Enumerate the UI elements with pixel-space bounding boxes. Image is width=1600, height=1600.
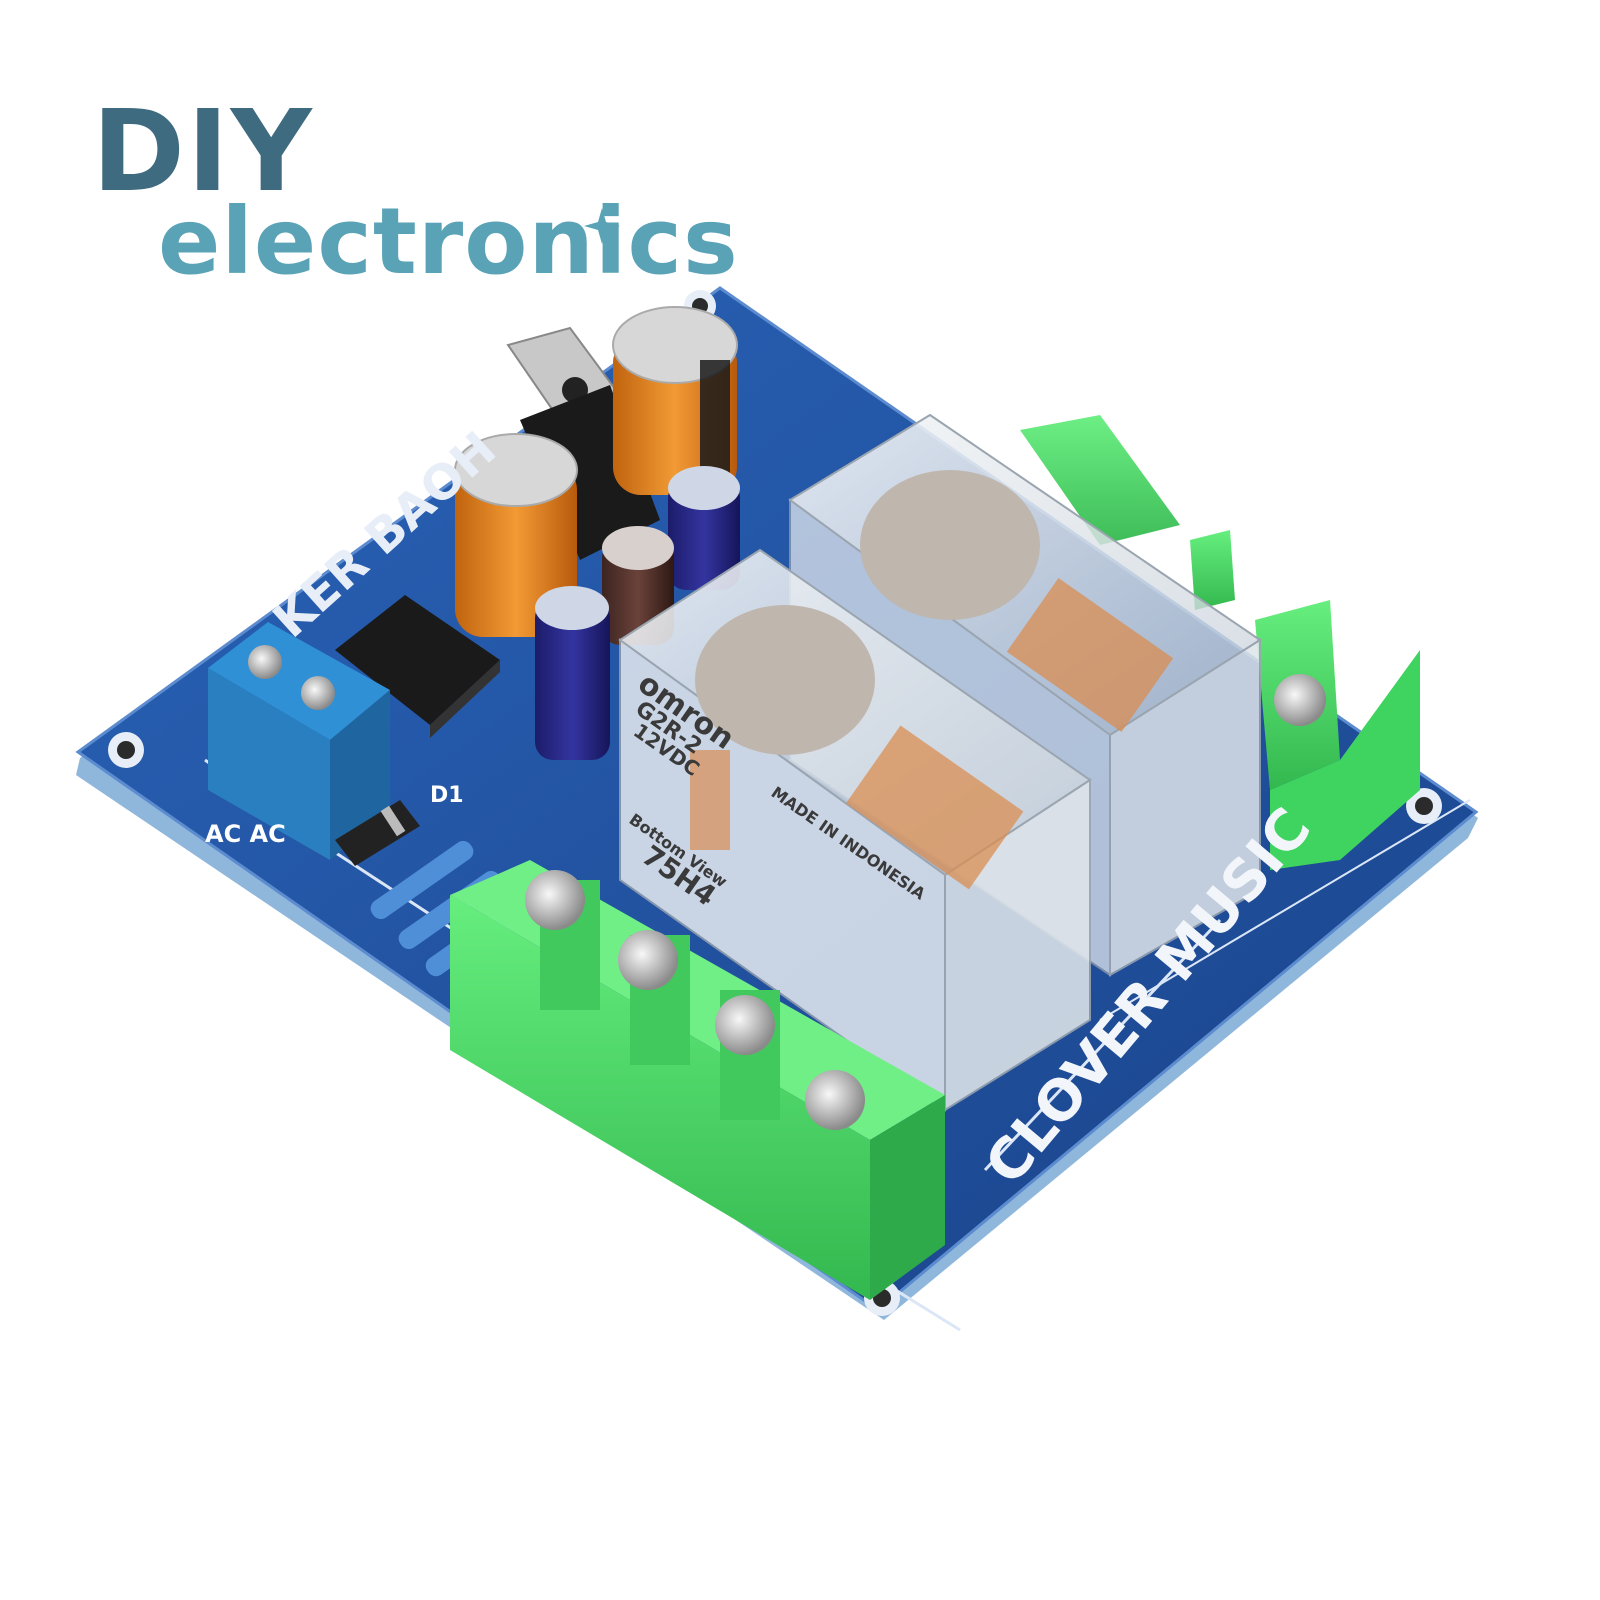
capacitor-blue-2 xyxy=(535,586,610,760)
output-terminal-back xyxy=(1020,415,1420,870)
ac-terminal-block xyxy=(208,622,390,860)
output-terminal-front xyxy=(450,860,945,1300)
diy-electronics-logo: DIY electronics xyxy=(0,0,800,320)
mounting-hole-left xyxy=(108,732,144,768)
diode-label: D1 xyxy=(430,783,464,808)
relay-front xyxy=(618,548,1092,1112)
logo-line-diy: DIY xyxy=(92,87,314,217)
ac-terminal-label: AC AC xyxy=(205,820,286,848)
capacitor-large-top xyxy=(612,306,738,495)
logo-line-electronics: electronics xyxy=(158,188,739,295)
mounting-hole-right xyxy=(1406,788,1442,824)
capacitor-blue-1 xyxy=(668,466,740,590)
sparkle-icon xyxy=(584,208,620,244)
diode xyxy=(335,800,420,866)
ic-chip xyxy=(335,595,500,738)
